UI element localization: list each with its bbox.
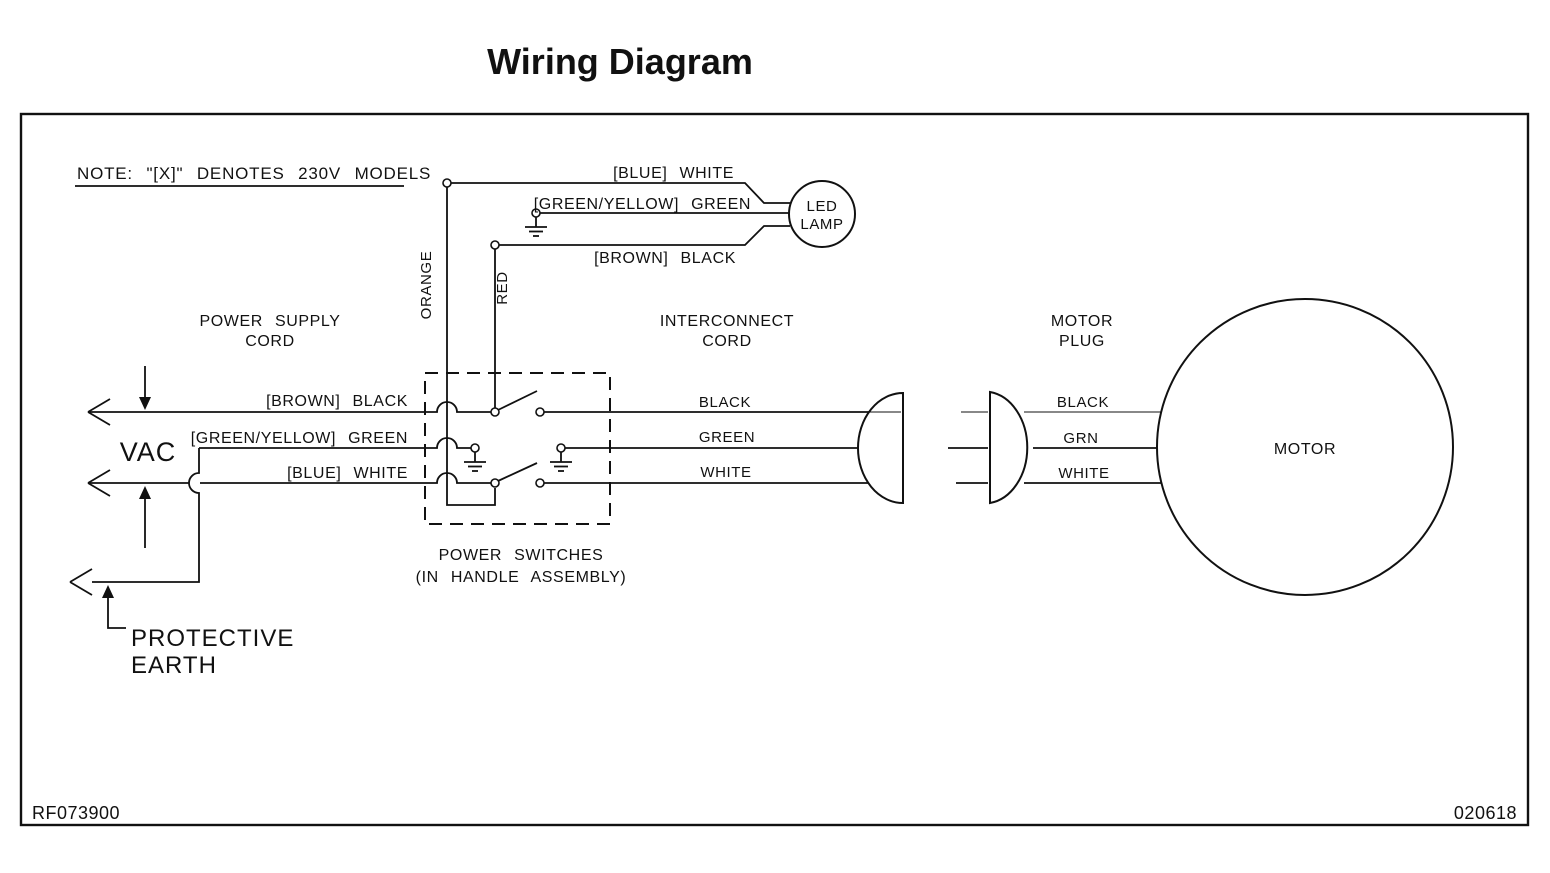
motor-label: MOTOR bbox=[1274, 441, 1336, 458]
orange-wire-label: ORANGE bbox=[418, 251, 435, 320]
power-supply-cord: [BROWN] BLACK VAC [GREEN/YELLOW] GREEN [… bbox=[69, 366, 491, 679]
earth-pointer-stem bbox=[107, 598, 126, 629]
supply-wire-black-label: [BROWN] BLACK bbox=[266, 393, 408, 410]
power-switches-box: POWER SWITCHES (IN HANDLE ASSEMBLY) bbox=[416, 372, 627, 586]
note-text: NOTE: "[X]" DENOTES 230V MODELS bbox=[77, 164, 431, 183]
motor-wire-green-label: GRN bbox=[1063, 430, 1098, 447]
motor: MOTOR bbox=[1156, 298, 1454, 596]
motor-plug-body bbox=[989, 390, 1029, 505]
vac-arrow-down-head bbox=[139, 397, 151, 410]
cord-arrowhead-black bbox=[87, 398, 111, 426]
motor-plug-title-1: MOTOR bbox=[1051, 313, 1113, 330]
motor-wire-black-label: BLACK bbox=[1057, 394, 1109, 411]
lamp-wire-white bbox=[451, 182, 790, 204]
diagram-border bbox=[19, 112, 1530, 827]
ground-symbol-top bbox=[525, 217, 547, 237]
led-lamp-label-1: LED bbox=[807, 198, 838, 215]
cord-connector-female bbox=[857, 391, 904, 505]
page-title: Wiring Diagram bbox=[487, 41, 753, 82]
led-lamp-circle bbox=[788, 180, 856, 248]
earth-arrowhead bbox=[69, 568, 93, 596]
supply-wire-black bbox=[88, 401, 491, 413]
supply-wire-white-label: [BLUE] WHITE bbox=[287, 465, 408, 482]
led-lamp-circuit: [BLUE] WHITE [GREEN/YELLOW] GREEN [BROWN… bbox=[442, 165, 856, 267]
switch-black-blade bbox=[497, 390, 538, 411]
switch-black-contact bbox=[535, 407, 545, 417]
green-terminal-left bbox=[470, 443, 480, 453]
supply-wire-white bbox=[88, 472, 491, 484]
terminal-red-top bbox=[490, 240, 500, 250]
ground-symbol-left bbox=[464, 452, 486, 472]
date-code: 020618 bbox=[1454, 803, 1517, 823]
interconnect-cord-title-1: INTERCONNECT bbox=[660, 313, 794, 330]
supply-wire-green-label: [GREEN/YELLOW] GREEN bbox=[191, 430, 408, 447]
lamp-wire-black bbox=[499, 225, 790, 246]
motor-plug-title-2: PLUG bbox=[1059, 333, 1105, 350]
protective-earth-label-1: PROTECTIVE bbox=[131, 625, 294, 652]
motor-wire-white-label: WHITE bbox=[1058, 465, 1109, 482]
switch-white-blade bbox=[497, 462, 538, 482]
power-switches-label-2: (IN HANDLE ASSEMBLY) bbox=[416, 569, 627, 586]
interconnect-green-label: GREEN bbox=[699, 429, 755, 446]
cord-arrowhead-white bbox=[87, 469, 111, 497]
vac-arrow-up-head bbox=[139, 486, 151, 499]
earth-pointer-head bbox=[102, 585, 114, 598]
interconnect-white-label: WHITE bbox=[700, 464, 751, 481]
switch-white-pivot bbox=[490, 478, 500, 488]
motor-plug: BLACK GRN WHITE bbox=[948, 390, 1161, 505]
protective-earth-label-2: EARTH bbox=[131, 652, 217, 679]
power-supply-cord-title-2: CORD bbox=[245, 333, 295, 350]
motor-circle bbox=[1156, 298, 1454, 596]
ground-symbol-right bbox=[550, 452, 572, 472]
power-switches-label-1: POWER SWITCHES bbox=[439, 547, 604, 564]
interconnect-cord-title-2: CORD bbox=[702, 333, 752, 350]
interconnect-black-label: BLACK bbox=[699, 394, 751, 411]
orange-wire bbox=[446, 187, 496, 506]
internal-wires: ORANGE RED bbox=[418, 187, 511, 506]
switch-white-contact bbox=[535, 478, 545, 488]
power-supply-cord-title-1: POWER SUPPLY bbox=[199, 313, 340, 330]
red-wire-label: RED bbox=[494, 271, 511, 304]
terminal-orange-top bbox=[442, 178, 452, 188]
supply-wire-green bbox=[199, 437, 471, 449]
earth-wire bbox=[92, 448, 200, 583]
doc-number: RF073900 bbox=[32, 803, 120, 823]
lamp-wire-white-label: [BLUE] WHITE bbox=[613, 165, 734, 182]
green-terminal-right bbox=[556, 443, 566, 453]
vac-label: VAC bbox=[120, 437, 177, 467]
lamp-wire-black-label: [BROWN] BLACK bbox=[594, 250, 736, 267]
interconnect-cord: BLACK GREEN WHITE bbox=[544, 391, 904, 505]
switch-black-pivot bbox=[490, 407, 500, 417]
lamp-wire-green-label: [GREEN/YELLOW] GREEN bbox=[534, 196, 751, 213]
led-lamp-label-2: LAMP bbox=[800, 216, 843, 233]
